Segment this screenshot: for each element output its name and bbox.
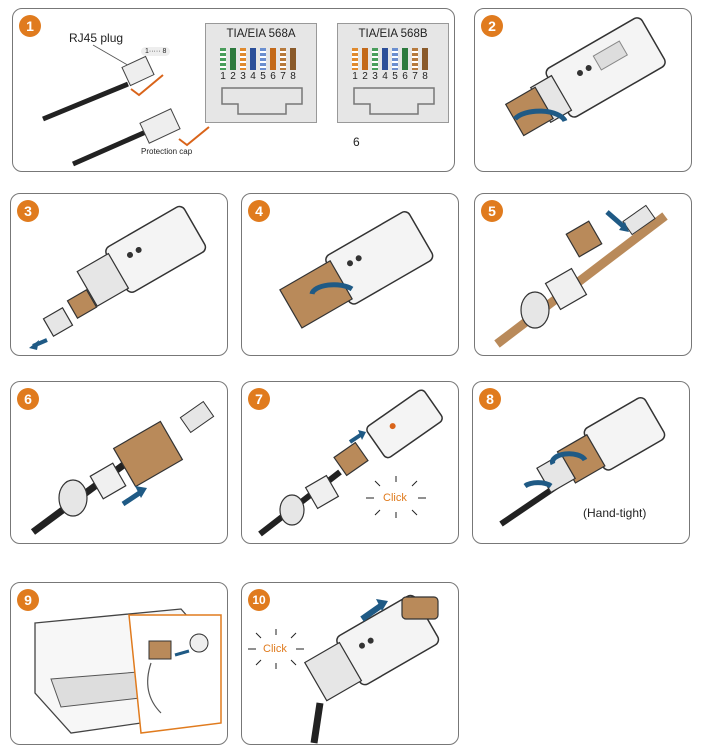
pin-number: 6 [402,71,408,82]
rj45-plug-label: RJ45 plug [69,31,124,45]
step-10-badge: 10 [248,589,270,611]
step-9-badge: 9 [17,589,39,611]
step-2-badge: 2 [481,15,503,37]
step-10-click-label: Click [263,643,287,655]
protection-cap-label: Protection cap [141,147,193,156]
hand-tight-note: (Hand-tight) [583,506,647,520]
wire-pin-6 [270,48,276,70]
step-2-panel: 2 [474,8,692,172]
standard-568a-title: TIA/EIA 568A [226,28,296,40]
jack-outline-568a [221,87,303,115]
pin-number: 3 [372,71,378,82]
step-4-badge: 4 [248,200,270,222]
connector-disassembly-drawing [29,205,207,350]
wire-pin-1 [352,48,358,70]
rotate-arrow-icon [513,108,568,123]
plug-pin-label: 1····· 8 [141,47,171,56]
inverter-port-drawing [34,608,222,734]
wire-pin-5 [392,48,398,70]
wire-pin-4 [382,48,388,70]
pin-number: 4 [382,71,388,82]
arrow-icon [174,649,190,657]
pin-number: 7 [412,71,418,82]
pin-number: 7 [280,71,286,82]
step-8-badge: 8 [479,388,501,410]
click-burst-icon [366,476,426,518]
pin-number: 2 [362,71,368,82]
wire-pin-2 [230,48,236,70]
step-5-badge: 5 [481,200,503,222]
step-1-panel: 1 RJ45 plug 1····· 8 Protection cap TIA/… [12,8,455,172]
jack-outline-568b [353,87,435,115]
wire-pin-3 [372,48,378,70]
connector-plug-in-drawing [248,594,440,744]
step-5-panel: 5 [474,193,692,356]
pin-number: 6 [270,71,276,82]
step-9-panel: 9 [10,582,228,745]
wire-pin-7 [280,48,286,70]
step-7-badge: 7 [248,388,270,410]
step-3-badge: 3 [17,200,39,222]
pins-568b [352,48,428,70]
connector-click-drawing [258,389,443,537]
standard-568b-title: TIA/EIA 568B [358,28,428,40]
step-6-badge: 6 [17,388,39,410]
step-8-panel: 8 (Hand-tight) [472,381,690,544]
wire-pin-1 [220,48,226,70]
wire-pin-4 [250,48,256,70]
step-7-click-label: Click [383,492,407,504]
step-6-panel: 6 [10,381,228,544]
step-4-panel: 4 [241,193,459,356]
pins-568a [220,48,296,70]
pin-number: 3 [240,71,246,82]
arrow-icon [121,489,143,507]
connector-tighten-drawing [499,397,666,527]
step-3-panel: 3 [10,193,228,356]
wire-pin-6 [402,48,408,70]
pin-number: 8 [422,71,428,82]
pin-number: 8 [290,71,296,82]
wire-pin-3 [240,48,246,70]
wire-pin-5 [260,48,266,70]
pin-number: 4 [250,71,256,82]
wire-pin-8 [290,48,296,70]
footnote: 6 [353,135,360,149]
pin-number: 2 [230,71,236,82]
arrow-icon [348,432,364,444]
rotate-arrow-icon [523,480,553,489]
rj45-cable-drawing [42,44,210,167]
cable-threading-drawing [494,204,668,348]
pin-number: 1 [352,71,358,82]
wire-pin-8 [422,48,428,70]
check-icon [130,74,164,97]
connector-insert-drawing-6 [30,400,215,535]
step-7-panel: 7 Click [241,381,459,544]
pin-number: 5 [260,71,266,82]
connector-assembly-drawing-4 [279,211,434,329]
click-burst-icon [248,629,304,669]
step-10-panel: 10 Click [241,582,459,745]
rotate-arrow-icon [309,282,354,295]
arrow-icon [605,210,625,228]
pin-number: 5 [392,71,398,82]
wire-pin-2 [362,48,368,70]
wire-pin-7 [412,48,418,70]
step-1-badge: 1 [19,15,41,37]
connector-drawing-2 [504,17,666,137]
pin-number: 1 [220,71,226,82]
